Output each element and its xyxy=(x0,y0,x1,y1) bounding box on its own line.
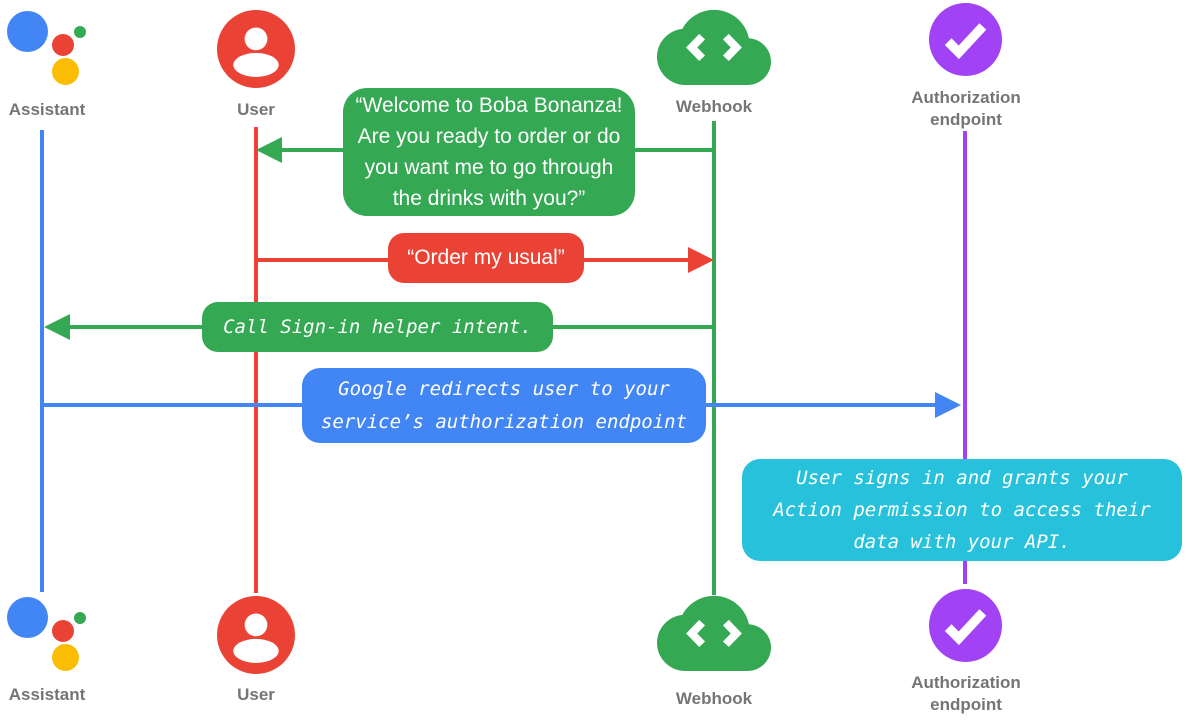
assistant-blue-dot xyxy=(7,11,48,52)
assistant-label: Assistant xyxy=(8,100,86,119)
arrowhead-right-icon xyxy=(935,392,961,418)
bubble-text-line: “Welcome to Boba Bonanza! xyxy=(355,94,623,117)
note-text-line: data with your API. xyxy=(853,531,1071,553)
user-person-icon xyxy=(217,596,295,674)
message-bubble-order-my-usual: “Order my usual” xyxy=(388,233,584,283)
bubble-text-line: “Order my usual” xyxy=(407,246,565,269)
bubble-text-line: Call Sign-in helper intent. xyxy=(223,316,532,338)
webhook-lifeline xyxy=(712,121,716,595)
message-bubble-call-sign-in: Call Sign-in helper intent. xyxy=(202,302,553,352)
bubble-text-line: Google redirects user to your xyxy=(338,377,670,400)
assistant-green-dot xyxy=(74,612,86,624)
user-label: User xyxy=(237,685,275,704)
label-line: endpoint xyxy=(930,695,1002,714)
bubble-text-line: you want me to go through xyxy=(364,156,614,179)
assistant-lifeline xyxy=(40,130,44,592)
user-label: User xyxy=(237,100,275,119)
note-text-line: Action permission to access their xyxy=(773,499,1151,521)
assistant-yellow-dot xyxy=(52,644,79,671)
webhook-label: Webhook xyxy=(675,97,753,116)
bubble-text-line: the drinks with you?” xyxy=(392,187,586,210)
note-bubble-sign-in: User signs in and grants your Action per… xyxy=(742,459,1182,561)
label-line: Authorization xyxy=(911,88,1021,107)
authorization-check-icon xyxy=(929,3,1002,76)
user-lifeline xyxy=(254,127,258,593)
assistant-label: Assistant xyxy=(8,685,86,704)
authorization-endpoint-label: Authorization endpoint xyxy=(906,672,1026,716)
webhook-label: Webhook xyxy=(675,689,753,708)
label-line: Authorization xyxy=(911,673,1021,692)
assistant-red-dot xyxy=(52,620,74,642)
assistant-red-dot xyxy=(52,34,74,56)
authorization-endpoint-label: Authorization endpoint xyxy=(906,87,1026,131)
webhook-cloud-code-icon xyxy=(657,9,771,86)
message-bubble-redirect: Google redirects user to your service’s … xyxy=(302,368,706,443)
authorization-check-icon xyxy=(929,589,1002,662)
assistant-blue-dot xyxy=(7,597,48,638)
arrowhead-left-icon xyxy=(256,137,282,163)
assistant-yellow-dot xyxy=(52,58,79,85)
bubble-text-line: service’s authorization endpoint xyxy=(320,410,688,433)
note-text-line: User signs in and grants your xyxy=(796,467,1128,489)
arrowhead-right-icon xyxy=(688,247,714,273)
arrowhead-left-icon xyxy=(44,314,70,340)
webhook-cloud-code-icon xyxy=(657,595,771,672)
assistant-green-dot xyxy=(74,26,86,38)
user-person-icon xyxy=(217,10,295,88)
message-bubble-welcome: “Welcome to Boba Bonanza! Are you ready … xyxy=(343,88,635,216)
authorization-endpoint-lifeline xyxy=(963,131,967,584)
bubble-text-line: Are you ready to order or do xyxy=(357,125,621,148)
label-line: endpoint xyxy=(930,110,1002,129)
